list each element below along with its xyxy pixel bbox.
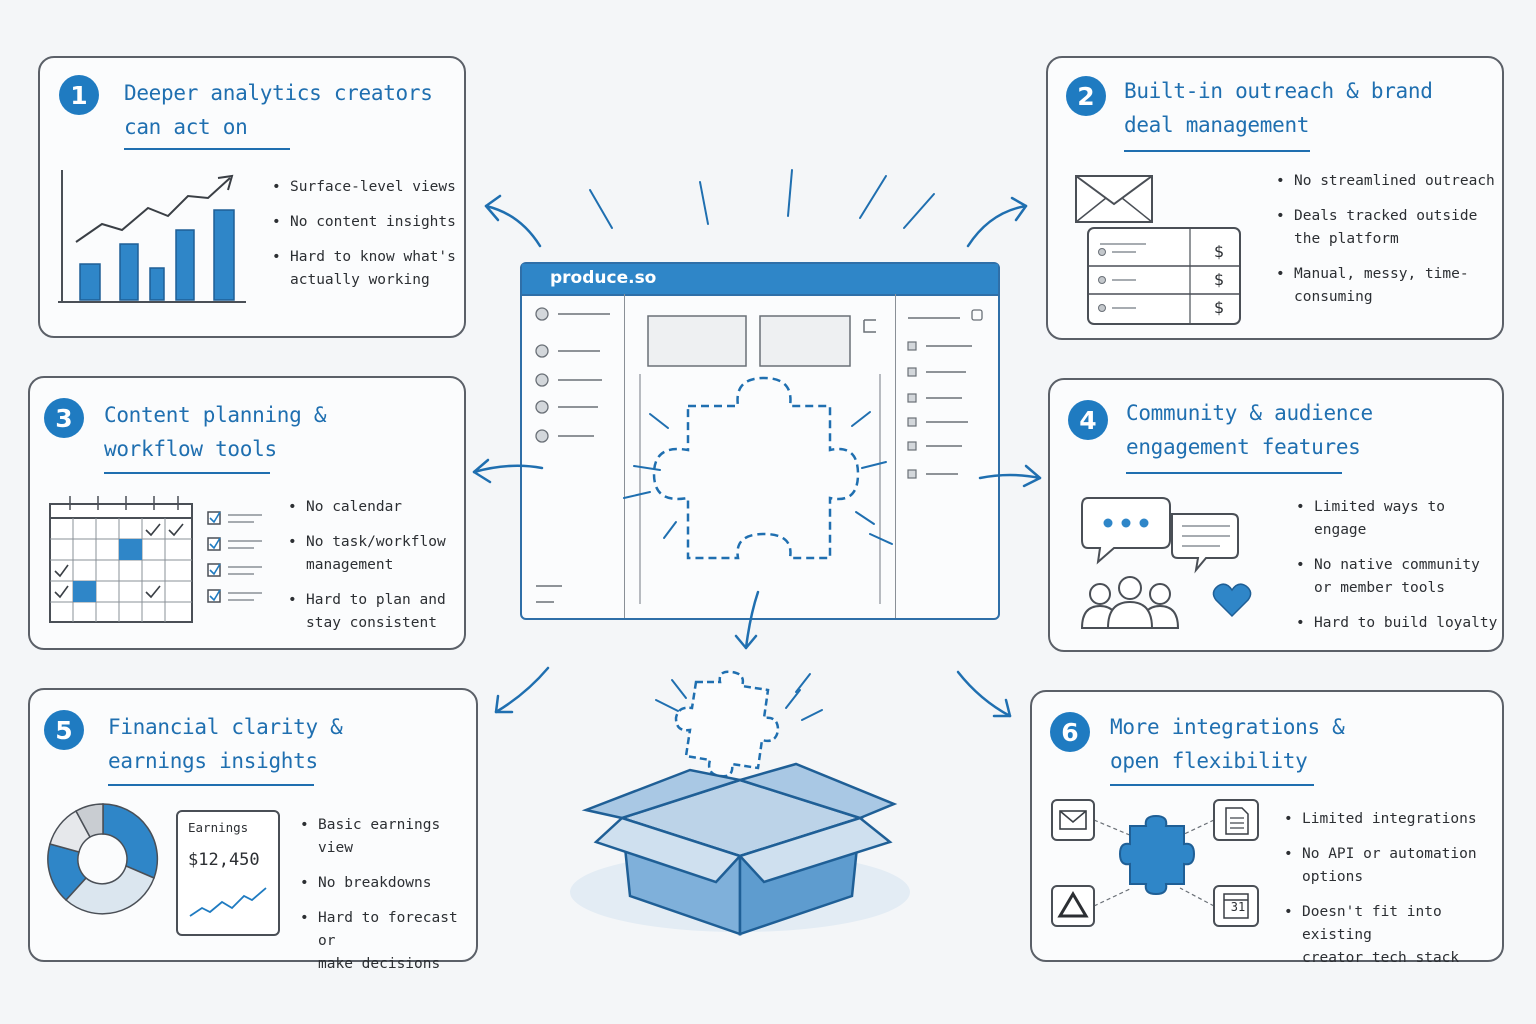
card-title: Financial clarity & earnings insights [108,715,343,773]
title-underline [1124,150,1310,152]
right-panel-items [907,309,983,479]
bullet-item: Deals tracked outside the platform [1276,205,1504,251]
document-icon [1213,799,1259,841]
people-icon [1080,576,1180,629]
title-underline [104,472,270,474]
calendar-day: 31 [1230,900,1246,914]
title-underline [1110,784,1314,786]
card-number: 6 [1050,712,1090,752]
title-underline [1126,472,1342,474]
bullet-item: Hard to plan and stay consistent [288,589,464,635]
chat-bubbles-icon [1081,497,1239,574]
envelope-icon [1051,799,1095,841]
bullet-item: No task/workflow management [288,531,464,577]
bullet-item: No native community or member tools [1296,554,1506,600]
title-underline [108,784,314,786]
bullet-list: No calendar No task/workflow management … [288,496,464,647]
trend-line-icon [189,887,267,917]
ledger-icon [1087,227,1241,325]
earnings-value: $12,450 [188,850,260,870]
bullet-item: Hard to forecast or make decisions [300,907,480,976]
card-title: Built-in outreach & brand deal managemen… [1124,79,1433,137]
card-title: Content planning & workflow tools [104,403,327,461]
main-content [623,315,893,604]
card-number: 2 [1066,76,1106,116]
dollar-sign: $ [1214,298,1225,317]
envelope-icon [1075,175,1153,223]
bullet-list: No streamlined outreach Deals tracked ou… [1276,170,1504,321]
card-integrations: 6 More integrations & open flexibility [1030,690,1504,966]
dollar-sign: $ [1214,270,1225,289]
card-financial: 5 Financial clarity & earnings insights … [28,688,478,972]
dollar-sign: $ [1214,242,1225,261]
bar-chart-icon [58,170,246,303]
card-title: Community & audience engagement features [1126,401,1373,459]
bullet-list: Limited ways to engage No native communi… [1296,496,1506,647]
bullet-item: Limited integrations [1284,808,1504,831]
bullet-item: Hard to know what's actually working [272,246,462,292]
open-box-icon [570,670,910,936]
bullet-list: Surface-level views No content insights … [272,176,462,304]
bullet-item: Limited ways to engage [1296,496,1506,542]
app-window: produce.so [520,262,1000,620]
card-title: Deeper analytics creators can act on [124,81,433,139]
bullet-item: No streamlined outreach [1276,170,1504,193]
bullet-item: Doesn't fit into existing creator tech s… [1284,901,1504,970]
bullet-item: Basic earnings view [300,814,480,860]
card-number: 4 [1068,400,1108,440]
calendar-icon [49,496,193,623]
bullet-list: Basic earnings view No breakdowns Hard t… [300,814,480,988]
checklist-icon [207,511,262,603]
bullet-item: No content insights [272,211,462,234]
puzzle-piece-icon [652,376,860,560]
card-title: More integrations & open flexibility [1110,715,1345,773]
integration-hub [1051,799,1259,927]
card-outreach: 2 Built-in outreach & brand deal managem… [1046,56,1504,340]
app-name: produce.so [550,268,657,288]
puzzle-piece-icon [1118,814,1196,896]
bullet-list: Limited integrations No API or automatio… [1284,808,1504,982]
title-underline [124,148,290,150]
heart-icon [1212,583,1252,618]
bullet-item: Hard to build loyalty [1296,612,1506,635]
sidebar-items [535,307,610,603]
card-number: 1 [59,75,99,115]
card-content-planning: 3 Content planning & workflow tools [28,376,466,650]
card-number: 5 [44,710,84,750]
card-number: 3 [44,398,84,438]
earnings-label: Earnings [188,820,249,835]
earnings-widget: Earnings $12,450 [176,810,280,936]
sidebar [522,294,625,618]
burst-lines [589,169,935,229]
app-titlebar: produce.so [522,264,998,296]
bullet-item: Manual, messy, time- consuming [1276,263,1504,309]
bullet-item: No calendar [288,496,464,519]
card-community: 4 Community & audience engagement featur… [1048,378,1504,652]
donut-chart-icon [47,803,159,915]
calendar-icon [1213,885,1259,927]
drive-icon [1051,885,1095,927]
bullet-item: No API or automation options [1284,843,1504,889]
card-analytics: 1 Deeper analytics creators can act on S… [38,56,466,338]
bullet-item: Surface-level views [272,176,462,199]
bullet-item: No breakdowns [300,872,480,895]
right-panel [895,294,998,618]
